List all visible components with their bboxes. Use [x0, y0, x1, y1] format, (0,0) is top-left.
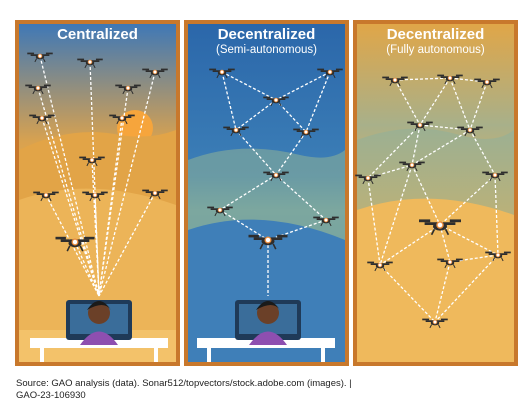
network-link — [469, 81, 488, 131]
source-line-2: GAO-23-106930 — [16, 390, 86, 401]
network-link — [434, 254, 499, 323]
drone-icon — [367, 261, 393, 272]
drone-icon — [437, 74, 463, 85]
drone-icon — [209, 68, 235, 79]
panel-semi-autonomous — [184, 20, 349, 366]
drone-icon — [474, 78, 500, 89]
panel-subtitle-fully: (Fully autonomous) — [386, 44, 485, 56]
panel-subtitle-semi: (Semi-autonomous) — [216, 44, 317, 56]
desk-leg — [321, 348, 325, 362]
operator-hair — [87, 301, 111, 310]
panel-title-semi: Decentralized — [217, 26, 316, 43]
drone-icon — [313, 216, 339, 227]
network-link — [98, 87, 129, 297]
desk-leg — [154, 348, 158, 362]
drone-icon — [485, 251, 511, 262]
drone-icon — [293, 128, 319, 139]
network-link — [235, 129, 277, 176]
network-link — [305, 71, 331, 133]
network-link — [439, 224, 499, 256]
drone-icon — [33, 191, 59, 202]
drone-icon — [317, 68, 343, 79]
hill-front — [188, 219, 345, 362]
drone-icon — [419, 219, 461, 236]
network-link — [411, 129, 471, 166]
drones — [25, 52, 511, 329]
network-link — [98, 192, 156, 297]
drone-icon — [248, 234, 288, 250]
drone-icon — [25, 84, 51, 95]
drone-icon — [399, 161, 425, 172]
network-link — [41, 117, 100, 297]
network-link — [434, 261, 451, 323]
drone-icon — [422, 318, 448, 329]
network-link — [221, 71, 277, 101]
network-link — [439, 174, 496, 226]
network-link — [379, 164, 413, 266]
network-link — [379, 264, 436, 323]
network-link — [39, 55, 100, 297]
drone-icon — [407, 121, 433, 132]
network-link — [394, 77, 451, 81]
source-line-1: Source: GAO analysis (data). Sonar512/to… — [16, 378, 352, 389]
drone-icon — [382, 76, 408, 87]
drone-icon — [437, 258, 463, 269]
network-link — [37, 87, 100, 297]
network-link — [419, 77, 451, 126]
network-link — [449, 254, 499, 263]
network-link — [449, 77, 471, 131]
drone-icon — [223, 126, 249, 137]
network-link — [411, 124, 421, 166]
network-link — [469, 129, 496, 176]
network-link — [411, 164, 441, 226]
operator-hair — [256, 301, 280, 310]
network-link — [235, 99, 277, 131]
network-link — [98, 71, 156, 297]
network-links — [37, 55, 499, 323]
drone-icon — [142, 68, 168, 79]
network-link — [275, 71, 331, 101]
desk-leg — [40, 348, 44, 362]
network-link — [367, 124, 421, 179]
drone-icon — [355, 174, 381, 185]
drone-icon — [109, 114, 135, 125]
network-link — [275, 174, 327, 221]
network-link — [394, 79, 421, 126]
drone-icon — [79, 156, 105, 167]
panel-title-centralized: Centralized — [57, 26, 138, 43]
drone-icon — [82, 191, 108, 202]
drone-icon — [457, 126, 483, 137]
network-link — [91, 159, 100, 297]
drone-icon — [27, 52, 53, 63]
drone-icon — [263, 171, 289, 182]
network-link — [219, 209, 269, 241]
panel-title-fully: Decentralized — [386, 26, 485, 43]
operator-workstation-1 — [30, 300, 168, 362]
panel-fully-autonomous — [353, 20, 518, 366]
operator-workstation-2 — [197, 300, 335, 362]
operator-head — [88, 302, 110, 324]
network-link — [275, 131, 307, 176]
operator-shirt — [249, 331, 287, 345]
operator-shirt — [80, 331, 118, 345]
hill-front — [357, 198, 514, 362]
drone-icon — [207, 206, 233, 217]
drone-icon — [142, 189, 168, 200]
drone-icon — [263, 96, 289, 107]
network-link — [94, 194, 100, 297]
drone-icon — [115, 84, 141, 95]
network-link — [219, 174, 277, 211]
network-link — [494, 174, 499, 256]
desk-leg — [207, 348, 211, 362]
source-note: Source: GAO analysis (data). Sonar512/to… — [16, 378, 516, 402]
drone-icon — [77, 58, 103, 69]
network-link — [439, 224, 451, 263]
drone-icon — [29, 114, 55, 125]
drone-icon — [55, 236, 95, 252]
network-link — [379, 224, 441, 266]
operator-head — [257, 302, 279, 324]
drone-icon — [482, 171, 508, 182]
